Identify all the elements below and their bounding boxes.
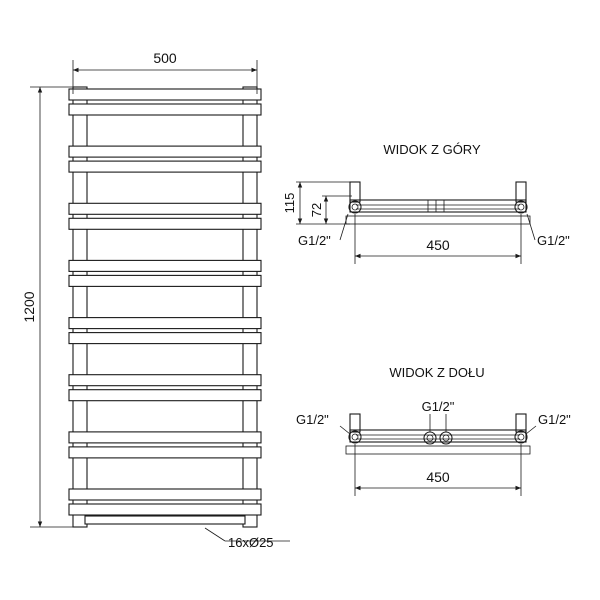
horizontal-tube <box>68 374 262 387</box>
bottom-rail <box>84 515 246 525</box>
top-right-connector <box>514 181 528 214</box>
horizontal-tube <box>68 88 262 101</box>
horizontal-tube <box>68 259 262 272</box>
front-view: 500 1200 16xØ25 <box>21 50 290 550</box>
horizontal-tube <box>68 103 262 116</box>
horizontal-tube <box>68 317 262 330</box>
depth-dimension: 115 72 <box>282 181 352 225</box>
horizontal-tube <box>68 446 262 459</box>
horizontal-tube <box>68 503 262 516</box>
top-left-connector <box>348 181 362 214</box>
tubes-leader: 16xØ25 <box>204 527 290 550</box>
tubes-label: 16xØ25 <box>228 535 274 550</box>
bottom-left-connector <box>348 413 362 444</box>
height-label: 1200 <box>21 291 37 322</box>
horizontal-tube <box>68 389 262 402</box>
horizontal-tube <box>68 202 262 215</box>
top-view: WIDOK Z GÓRY 115 72 <box>282 142 570 264</box>
left-column <box>72 86 88 528</box>
horizontal-tubes <box>68 88 262 525</box>
top-spacing-dimension: 450 <box>354 214 522 264</box>
offset-label: 72 <box>309 203 324 217</box>
horizontal-tube <box>68 332 262 345</box>
top-right-conn-label: G1/2" <box>537 233 570 248</box>
top-spacing-label: 450 <box>426 237 450 253</box>
bottom-view: WIDOK Z DOŁU 450 <box>296 365 571 496</box>
bottom-spacing-dimension: 450 <box>354 444 522 496</box>
width-dimension: 500 <box>72 50 258 94</box>
depth-label: 115 <box>282 193 297 214</box>
horizontal-tube <box>68 160 262 173</box>
bottom-left-conn-label: G1/2" <box>296 412 329 427</box>
horizontal-tube <box>68 217 262 230</box>
top-view-tube <box>349 199 527 213</box>
height-dimension: 1200 <box>21 86 76 528</box>
top-view-title: WIDOK Z GÓRY <box>383 142 481 157</box>
bottom-view-tube <box>349 429 527 443</box>
right-column <box>242 86 258 528</box>
top-left-conn-label: G1/2" <box>298 233 331 248</box>
horizontal-tube <box>68 274 262 287</box>
bottom-spacing-label: 450 <box>426 469 450 485</box>
width-label: 500 <box>153 50 177 66</box>
horizontal-tube <box>68 145 262 158</box>
horizontal-tube <box>68 488 262 501</box>
bottom-right-connector <box>514 413 528 444</box>
bottom-right-conn-label: G1/2" <box>538 412 571 427</box>
horizontal-tube <box>68 431 262 444</box>
bottom-view-title: WIDOK Z DOŁU <box>389 365 484 380</box>
bottom-center-conn-label: G1/2" <box>422 399 455 414</box>
